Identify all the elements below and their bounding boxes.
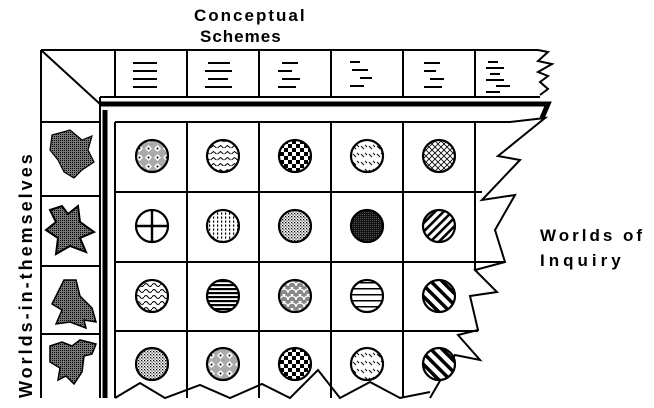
worlds-in-themselves-label: Worlds-in-themselves (16, 151, 36, 398)
scheme-icon-1 (133, 63, 157, 87)
scheme-icon-2 (205, 63, 232, 87)
circle-r1-c5 (423, 140, 455, 172)
circle-r3-c4 (351, 280, 383, 312)
worlds-of-inquiry-label: Worlds of (540, 226, 645, 246)
circle-r3-c1 (136, 280, 168, 312)
world-shape-1 (50, 130, 94, 178)
conceptual-schemes-label: Conceptual (194, 6, 307, 26)
circle-r4-c2 (207, 348, 239, 380)
grid-circles (136, 140, 455, 380)
circle-r4-c1 (136, 348, 168, 380)
scheme-icon-3 (278, 63, 300, 87)
circle-r1-c2 (207, 140, 239, 172)
circle-r3-c3 (279, 280, 311, 312)
scheme-icon-5 (424, 63, 444, 87)
scheme-icon-4 (350, 62, 372, 86)
circle-r4-c3 (279, 348, 311, 380)
circle-r2-c4 (351, 210, 383, 242)
world-shape-3 (52, 280, 96, 328)
circle-r3-c2 (207, 280, 239, 312)
circle-r2-c5 (423, 210, 455, 242)
world-shape-4 (50, 340, 96, 384)
scheme-icon-6 (486, 62, 510, 92)
circle-r2-c2 (207, 210, 239, 242)
worlds-of-inquiry-label-line-2: Inquiry (540, 251, 625, 271)
circle-r1-c1 (136, 140, 168, 172)
circle-r4-c4 (351, 348, 383, 380)
circle-r1-c4 (351, 140, 383, 172)
circle-r4-c5 (423, 348, 455, 380)
world-shape-2 (46, 206, 94, 254)
circle-r3-c5 (423, 280, 455, 312)
circle-r2-c3 (279, 210, 311, 242)
conceptual-schemes-label-line-2: Schemes (200, 27, 282, 47)
circle-r1-c3 (279, 140, 311, 172)
